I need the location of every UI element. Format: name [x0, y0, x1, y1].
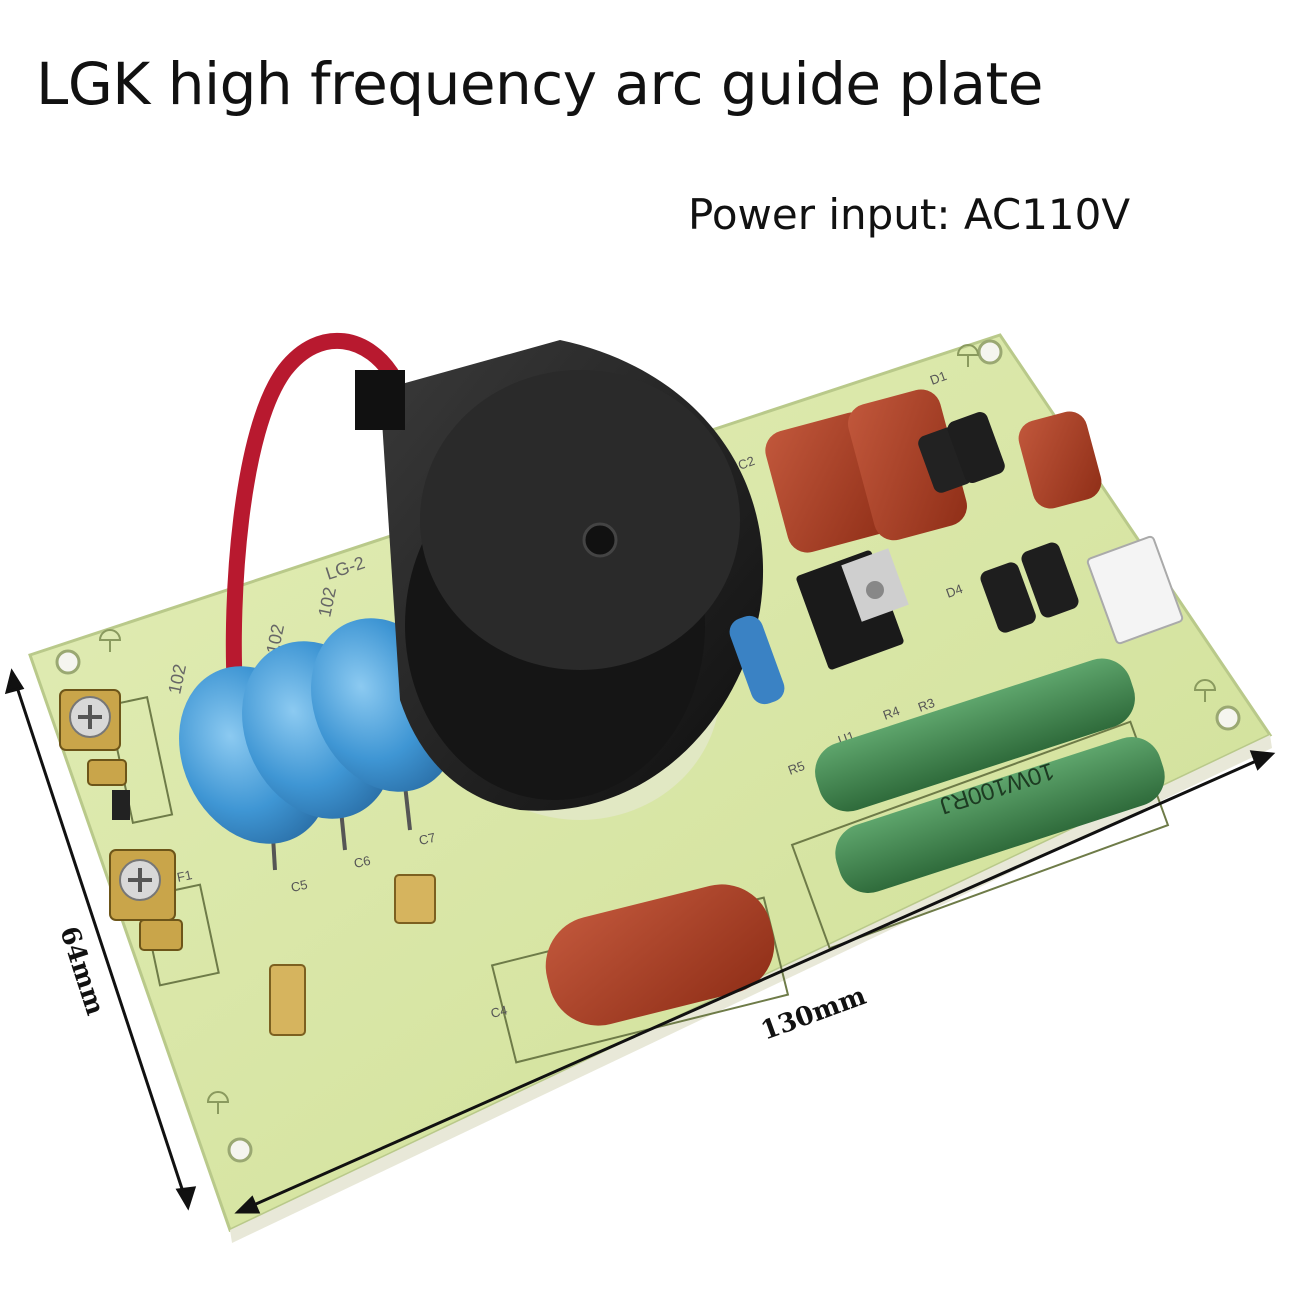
- svg-text:C6: C6: [353, 853, 372, 871]
- blue-ceramic-capacitors: [179, 618, 459, 871]
- svg-text:C2: C2: [736, 453, 757, 473]
- svg-text:F1: F1: [176, 867, 194, 885]
- page-title: LGK high frequency arc guide plate: [36, 50, 1043, 118]
- svg-text:R5: R5: [786, 758, 807, 778]
- spade-terminal: [269, 874, 436, 1036]
- white-connector: [1086, 535, 1184, 645]
- screw-terminal: [59, 689, 183, 951]
- diodes: [918, 412, 1079, 633]
- svg-text:C4: C4: [489, 1002, 509, 1021]
- power-input-label: Power input: AC110V: [688, 190, 1131, 239]
- dimension-height: [4, 668, 197, 1211]
- red-film-capacitors: [545, 389, 1102, 1026]
- svg-text:D1: D1: [928, 368, 949, 388]
- dimension-width: [234, 750, 1276, 1214]
- svg-text:R3: R3: [916, 695, 937, 715]
- svg-text:D4: D4: [944, 581, 965, 601]
- svg-text:R4: R4: [881, 703, 902, 723]
- width-label: 130mm: [757, 981, 870, 1047]
- blue-resistor: [729, 615, 785, 705]
- svg-text:C5: C5: [290, 877, 309, 895]
- svg-text:C7: C7: [418, 830, 437, 848]
- height-label: 64mm: [53, 923, 110, 1019]
- hv-transformer: [355, 340, 764, 820]
- transistor: [796, 548, 909, 670]
- mounting-holes: [55, 339, 1241, 1163]
- red-wire: [225, 332, 403, 698]
